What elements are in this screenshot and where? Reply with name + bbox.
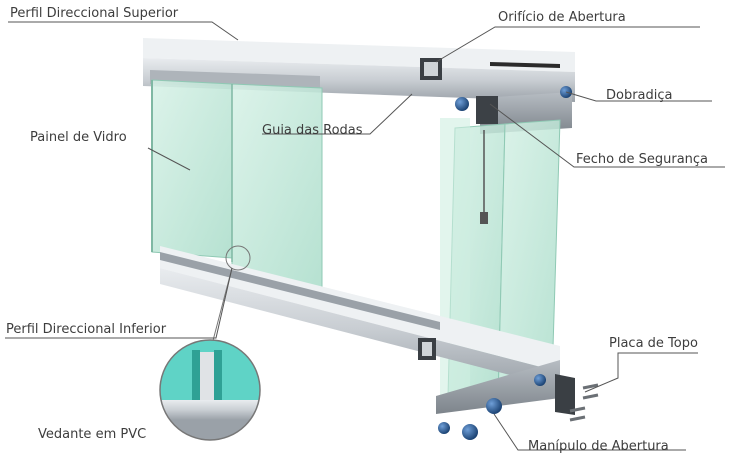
leader-lines xyxy=(5,21,725,451)
label-end-plate: Placa de Topo xyxy=(609,336,698,351)
label-opening-handle: Manípulo de Abertura xyxy=(528,439,669,454)
opening-handles xyxy=(438,374,546,440)
label-pvc-seal: Vedante em PVC xyxy=(38,427,147,442)
label-glass-panel: Painel de Vidro xyxy=(30,130,127,145)
label-bottom-profile: Perfil Direccional Inferior xyxy=(6,322,167,337)
label-opening-hole: Orifício de Abertura xyxy=(498,10,626,25)
label-hinge: Dobradiça xyxy=(606,88,673,103)
left-glass-panels xyxy=(151,79,323,291)
end-plate xyxy=(555,374,599,422)
bottom-profile xyxy=(160,246,560,414)
top-profile xyxy=(143,38,575,102)
label-wheel-guide: Guia das Rodas xyxy=(262,123,363,138)
label-top-profile: Perfil Direccional Superior xyxy=(10,6,179,21)
label-safety-lock: Fecho de Segurança xyxy=(576,152,709,167)
